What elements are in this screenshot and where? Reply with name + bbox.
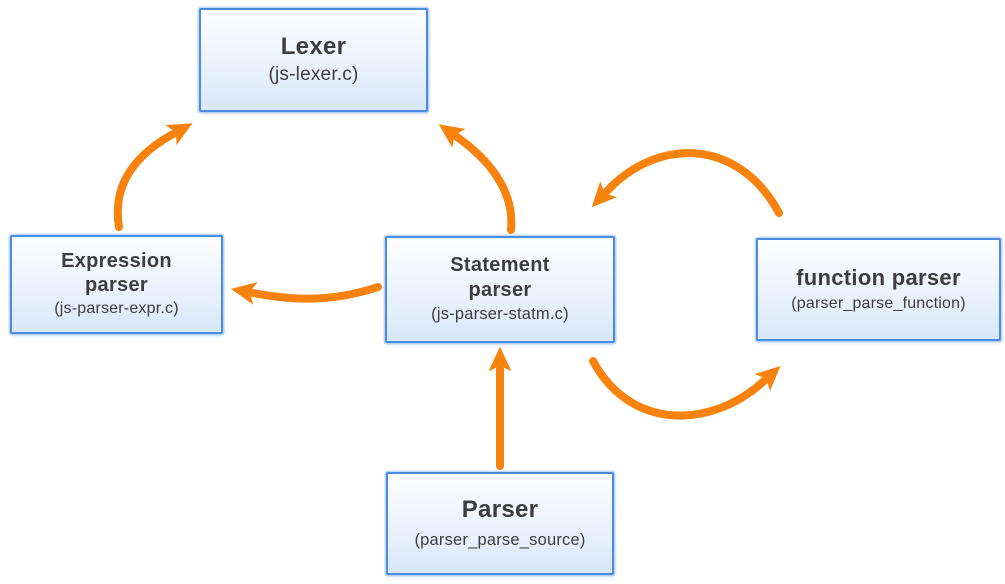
node-statement-parser-title: Statement parser bbox=[450, 254, 550, 301]
node-lexer-title: Lexer bbox=[280, 33, 347, 61]
node-parser: Parser (parser_parse_source) bbox=[386, 472, 614, 575]
node-parser-subtitle: (parser_parse_source) bbox=[414, 531, 586, 550]
arrow-expression-parser-to-lexer bbox=[113, 123, 193, 231]
node-lexer: Lexer (js-lexer.c) bbox=[199, 8, 428, 112]
node-function-parser-subtitle: (parser_parse_function) bbox=[791, 294, 966, 312]
node-parser-title: Parser bbox=[461, 496, 539, 524]
arrow-statement-parser-to-function-parser bbox=[589, 357, 781, 420]
node-expression-parser-title: Expression parser bbox=[61, 249, 172, 297]
node-function-parser-title: function parser bbox=[796, 264, 961, 290]
node-statement-parser: Statement parser (js-parser-statm.c) bbox=[385, 236, 615, 343]
node-expression-parser-subtitle: (js-parser-expr.c) bbox=[54, 300, 179, 318]
arrow-function-parser-to-statement-parser bbox=[591, 149, 783, 217]
node-function-parser: function parser (parser_parse_function) bbox=[756, 238, 1001, 341]
node-lexer-subtitle: (js-lexer.c) bbox=[268, 64, 359, 86]
node-expression-parser: Expression parser (js-parser-expr.c) bbox=[10, 235, 223, 334]
node-statement-parser-subtitle: (js-parser-statm.c) bbox=[431, 305, 569, 324]
arrow-statement-parser-to-expression-parser bbox=[231, 282, 382, 305]
arrow-statement-parser-to-lexer bbox=[438, 124, 516, 234]
